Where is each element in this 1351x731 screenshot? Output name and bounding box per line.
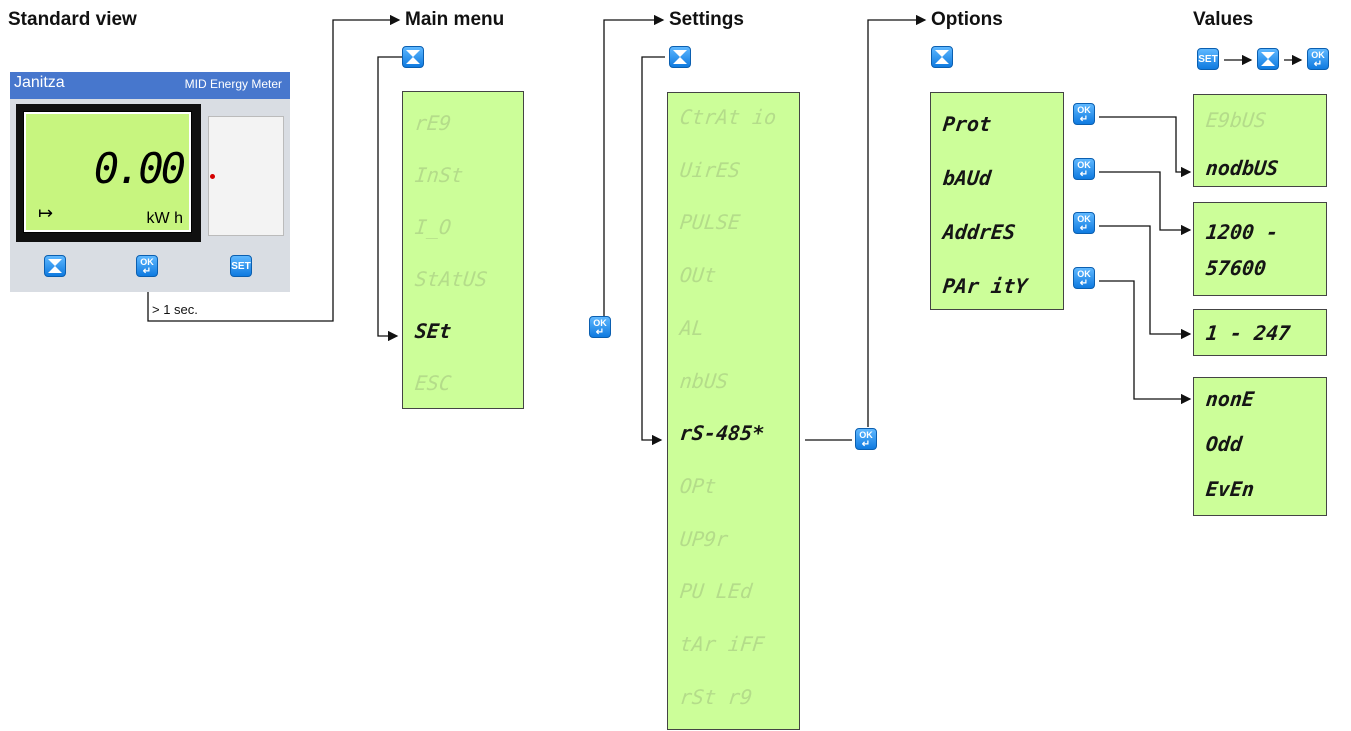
settings-menu-item: OPt (678, 473, 718, 498)
settings-menu-item: UP9r (678, 526, 730, 551)
settings-menu-item: nbUS (678, 368, 730, 393)
value-protocol-item: E9bUS (1204, 108, 1268, 132)
meter-model: MID Energy Meter (184, 77, 282, 91)
meter-reading: 0.00 (93, 144, 186, 193)
values-address-display: 1 - 247 (1193, 309, 1327, 356)
settings-menu-item: rSt r9 (678, 684, 754, 709)
value-parity-item: EvEn (1204, 477, 1256, 501)
settings-down-icon (669, 46, 691, 68)
value-baud-item: 57600 (1204, 256, 1268, 280)
values-down-icon (1257, 48, 1279, 70)
value-baud-item: 1200 - (1204, 220, 1280, 244)
settings-menu-item: AL (678, 315, 706, 340)
meter-brand: Janitza (14, 74, 65, 91)
values-set-icon: SET (1197, 48, 1219, 70)
value-parity-item: nonE (1204, 387, 1256, 411)
meter-set-button[interactable]: SET (230, 255, 252, 277)
settings-menu-item: CtrAt io (678, 105, 778, 129)
meter-display: 0.00 ↦ kW h (23, 111, 192, 233)
status-led (210, 174, 215, 179)
option-item: AddrES (941, 220, 1017, 244)
settings-menu-item: OUt (678, 263, 718, 288)
meter-side-panel (208, 116, 284, 236)
main-menu-down-icon (402, 46, 424, 68)
settings-menu-item: UirES (678, 157, 742, 182)
header-settings: Settings (669, 9, 744, 30)
meter-unit: kW h (146, 210, 183, 227)
settings-menu-item: PU LEd (678, 579, 754, 604)
values-protocol-display: E9bUS nodbUS (1193, 94, 1327, 187)
meter-ok-button[interactable]: OK↵ (136, 255, 158, 277)
meter-down-button[interactable] (44, 255, 66, 277)
meter-title-bar: Janitza MID Energy Meter (10, 72, 290, 99)
value-parity-item: Odd (1204, 432, 1244, 456)
settings-ok-icon: OK↵ (855, 428, 877, 450)
main-menu-item: StAtUS (413, 267, 489, 291)
header-values: Values (1193, 9, 1254, 30)
meter-display-frame: 0.00 ↦ kW h (16, 104, 201, 242)
settings-menu-item: rS-485* (678, 421, 766, 446)
header-main-menu: Main menu (405, 9, 505, 30)
main-menu-item: rE9 (413, 111, 453, 135)
values-ok-icon: OK↵ (1307, 48, 1329, 70)
option-item: bAUd (941, 166, 993, 190)
main-menu-ok-icon: OK↵ (589, 316, 611, 338)
value-protocol-item: nodbUS (1204, 156, 1280, 180)
settings-menu-item: tAr iFF (678, 632, 766, 656)
header-options: Options (931, 9, 1003, 30)
option-ok-icon-address: OK↵ (1073, 212, 1095, 234)
arrow-bar-icon: ↦ (38, 203, 54, 223)
main-menu-item: InSt (413, 163, 465, 187)
option-item: PAr itY (941, 274, 1029, 298)
option-item: Prot (941, 112, 993, 136)
option-ok-icon-protocol: OK↵ (1073, 103, 1095, 125)
main-menu-item: ESC (413, 371, 453, 395)
hold-duration-note: > 1 sec. (152, 302, 198, 317)
settings-menu-item: PULSE (678, 210, 742, 235)
value-address-item: 1 - 247 (1204, 321, 1292, 345)
header-standard-view: Standard view (8, 9, 137, 30)
option-ok-icon-baud: OK↵ (1073, 158, 1095, 180)
values-baud-display: 1200 - 57600 (1193, 202, 1327, 296)
main-menu-item: I_O (413, 215, 453, 239)
main-menu-item: SEt (413, 319, 453, 343)
option-ok-icon-parity: OK↵ (1073, 267, 1095, 289)
options-down-icon (931, 46, 953, 68)
